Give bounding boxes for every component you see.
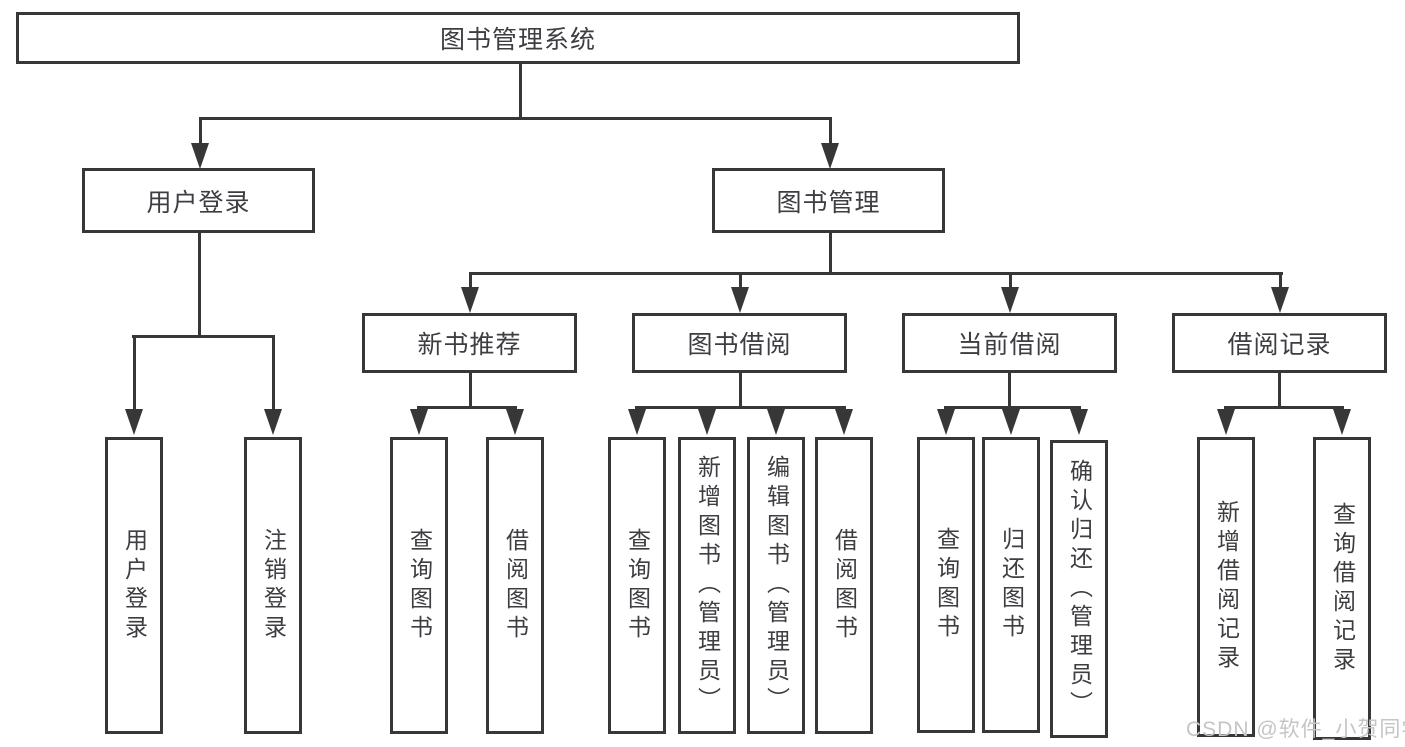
- node-new-books: 新书推荐: [362, 313, 577, 373]
- leaf-user-login-label: 用户登录: [121, 527, 148, 644]
- arrow-down-current-borrow-leaf2: [1002, 409, 1020, 435]
- leaf-borrow-query-label: 查询图书: [624, 527, 651, 644]
- node-user-login: 用户登录: [82, 168, 315, 233]
- leaf-borrow-query: 查询图书: [608, 437, 666, 734]
- connector-borrow-records-rail: [1224, 406, 1344, 409]
- arrow-down-current-borrow-leaf3: [1070, 409, 1088, 435]
- arrow-down-book-borrow-leaf2: [698, 409, 716, 435]
- connector-current-borrow-stem: [1008, 373, 1011, 409]
- connector-level3-rail: [469, 272, 1283, 275]
- arrow-down-new-books-leaf1: [410, 409, 428, 435]
- leaf-current-confirm-admin: 确认归还（管理员）: [1050, 440, 1108, 738]
- arrow-down-borrow-records: [1271, 287, 1289, 313]
- connector-borrow-records-stub: [1279, 274, 1282, 289]
- connector-book-borrow-stub: [739, 274, 742, 289]
- node-book-mgmt: 图书管理: [712, 168, 945, 233]
- arrow-down-login-leaf2: [264, 409, 282, 435]
- leaf-borrow-add-admin-label: 新增图书（管理员）: [694, 455, 721, 716]
- leaf-newbooks-borrow-label: 借阅图书: [502, 527, 529, 644]
- connector-book-mgmt-stem: [829, 233, 832, 275]
- arrow-down-book-borrow-leaf1: [628, 409, 646, 435]
- arrow-down-new-books-leaf2: [506, 409, 524, 435]
- arrow-down-login-leaf1: [125, 409, 143, 435]
- node-borrow-records: 借阅记录: [1172, 313, 1387, 373]
- arrow-down-borrow-records-leaf1: [1217, 409, 1235, 435]
- connector-book-borrow-stem: [739, 373, 742, 409]
- leaf-borrow-edit-admin: 编辑图书（管理员）: [747, 437, 805, 734]
- leaf-record-add: 新增借阅记录: [1197, 437, 1255, 737]
- node-root-system: 图书管理系统: [16, 12, 1020, 64]
- arrow-down-book-borrow: [731, 287, 749, 313]
- node-book-mgmt-label: 图书管理: [776, 188, 881, 217]
- leaf-newbooks-query-label: 查询图书: [406, 527, 433, 644]
- leaf-record-query: 查询借阅记录: [1313, 437, 1371, 740]
- connector-login-leaf2-stub: [272, 337, 275, 411]
- node-root-label: 图书管理系统: [439, 26, 596, 54]
- arrow-down-current-borrow: [1001, 287, 1019, 313]
- node-book-borrow-label: 图书借阅: [687, 331, 792, 359]
- connector-new-books-stem: [469, 373, 472, 409]
- arrow-down-borrow-records-leaf2: [1333, 409, 1351, 435]
- leaf-borrow-edit-admin-label: 编辑图书（管理员）: [763, 455, 790, 716]
- leaf-borrow-book-label: 借阅图书: [831, 527, 858, 644]
- node-borrow-records-label: 借阅记录: [1227, 331, 1332, 359]
- leaf-user-login: 用户登录: [105, 437, 163, 734]
- node-new-books-label: 新书推荐: [417, 331, 522, 359]
- connector-current-borrow-stub: [1009, 274, 1012, 289]
- leaf-current-return: 归还图书: [982, 437, 1040, 733]
- arrow-down-user-login: [191, 143, 209, 169]
- node-user-login-label: 用户登录: [146, 188, 251, 217]
- leaf-current-query: 查询图书: [917, 437, 975, 733]
- connector-current-borrow-rail: [944, 406, 1081, 409]
- node-book-borrow: 图书借阅: [632, 313, 847, 373]
- connector-level2-rail: [199, 117, 832, 120]
- arrow-down-current-borrow-leaf1: [937, 409, 955, 435]
- leaf-record-add-label: 新增借阅记录: [1213, 500, 1240, 674]
- leaf-newbooks-borrow: 借阅图书: [486, 437, 544, 734]
- connector-new-books-rail: [417, 406, 517, 409]
- connector-user-login-rail: [132, 335, 275, 338]
- leaf-logout-label: 注销登录: [260, 527, 287, 644]
- connector-new-books-stub: [469, 274, 472, 289]
- connector-book-borrow-rail: [635, 406, 846, 409]
- node-current-borrow: 当前借阅: [902, 313, 1117, 373]
- leaf-newbooks-query: 查询图书: [390, 437, 448, 734]
- connector-borrow-records-stem: [1278, 373, 1281, 409]
- node-current-borrow-label: 当前借阅: [957, 331, 1062, 359]
- leaf-current-confirm-admin-label: 确认归还（管理员）: [1066, 458, 1093, 720]
- connector-user-login-stub: [199, 119, 202, 145]
- connector-user-login-stem: [198, 233, 201, 338]
- arrow-down-book-borrow-leaf3: [767, 409, 785, 435]
- leaf-borrow-add-admin: 新增图书（管理员）: [678, 437, 736, 734]
- connector-login-leaf1-stub: [133, 337, 136, 411]
- csdn-watermark: CSDN @软件_小贺同学: [1186, 718, 1405, 741]
- connector-book-mgmt-stub: [829, 119, 832, 145]
- leaf-current-return-label: 归还图书: [998, 527, 1025, 643]
- connector-root-stem: [519, 64, 522, 120]
- arrow-down-new-books: [461, 287, 479, 313]
- leaf-borrow-book: 借阅图书: [815, 437, 873, 734]
- leaf-logout: 注销登录: [244, 437, 302, 734]
- arrow-down-book-borrow-leaf4: [835, 409, 853, 435]
- leaf-record-query-label: 查询借阅记录: [1329, 501, 1356, 676]
- arrow-down-book-mgmt: [821, 143, 839, 169]
- leaf-current-query-label: 查询图书: [933, 527, 960, 643]
